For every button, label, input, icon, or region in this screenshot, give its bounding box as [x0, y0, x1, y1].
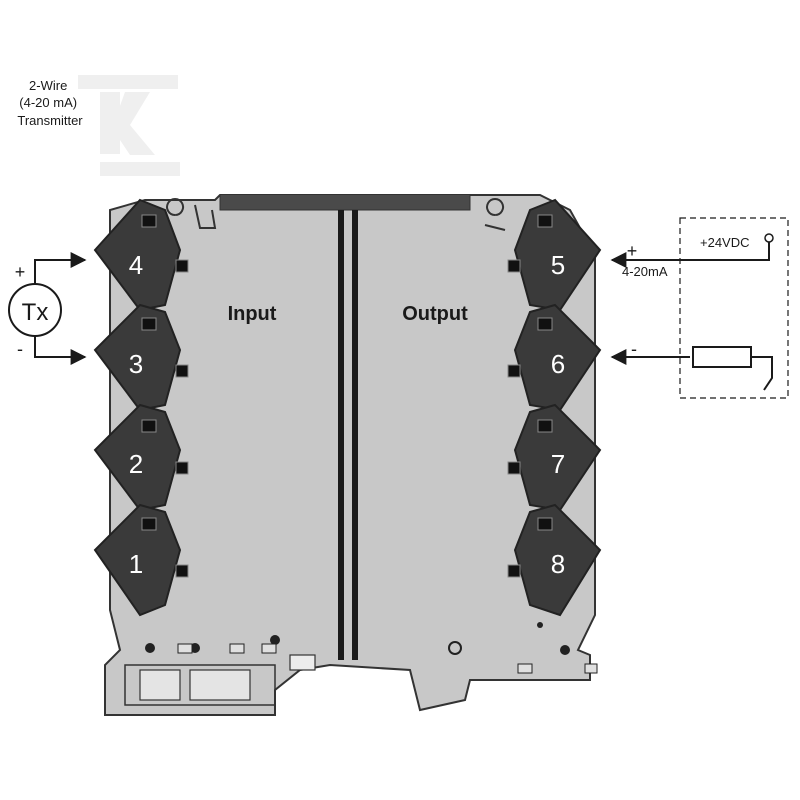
output-label: Output [402, 303, 468, 325]
transmitter-plus-wire [34, 252, 87, 284]
supply-terminal [764, 233, 774, 243]
terminal-6: 6 [507, 303, 602, 412]
terminal-1: 1 [93, 503, 189, 617]
terminal-7-number: 7 [551, 449, 565, 479]
left-terminal-block: 4 3 2 1 [93, 198, 189, 617]
transmitter-caption: 2-Wire (4-20 mA) Transmitter [17, 78, 83, 128]
terminal-3-number: 3 [129, 349, 143, 379]
transmitter-caption-line-1: 2-Wire [29, 78, 67, 93]
terminal-5: 5 [507, 198, 602, 312]
transmitter-minus-sign: - [17, 339, 23, 359]
terminal-8: 8 [507, 503, 602, 617]
transmitter-plus-sign: + [15, 262, 26, 282]
transmitter-caption-line-2: (4-20 mA) [19, 95, 77, 110]
terminal-4: 4 [93, 198, 189, 312]
watermark-logo [78, 75, 180, 176]
ground-wire [751, 356, 773, 391]
terminal-2-number: 2 [129, 449, 143, 479]
output-signal-label: 4-20mA [622, 264, 668, 279]
terminal-4-number: 4 [129, 250, 143, 280]
transmitter-minus-wire [34, 336, 87, 365]
input-label: Input [228, 303, 277, 325]
output-loop-enclosure [679, 217, 789, 399]
terminal-3: 3 [93, 303, 189, 412]
supply-wire [610, 242, 770, 268]
terminal-1-number: 1 [129, 549, 143, 579]
right-terminal-block: 5 6 7 8 [507, 198, 602, 617]
output-loop: +24VDC + 4-20mA - [610, 217, 789, 399]
transmitter-circuit: Tx + - [8, 252, 87, 365]
terminal-2: 2 [93, 403, 189, 512]
output-plus-sign: + [627, 241, 638, 261]
supply-label: +24VDC [700, 235, 750, 250]
transmitter-caption-line-3: Transmitter [17, 113, 83, 128]
terminal-7: 7 [507, 403, 602, 512]
transmitter-symbol-label: Tx [22, 299, 49, 326]
terminal-6-number: 6 [551, 349, 565, 379]
terminal-5-number: 5 [551, 250, 565, 280]
module-housing [104, 194, 598, 716]
load-resistor [692, 346, 752, 368]
output-minus-sign: - [631, 339, 637, 359]
terminal-8-number: 8 [551, 549, 565, 579]
